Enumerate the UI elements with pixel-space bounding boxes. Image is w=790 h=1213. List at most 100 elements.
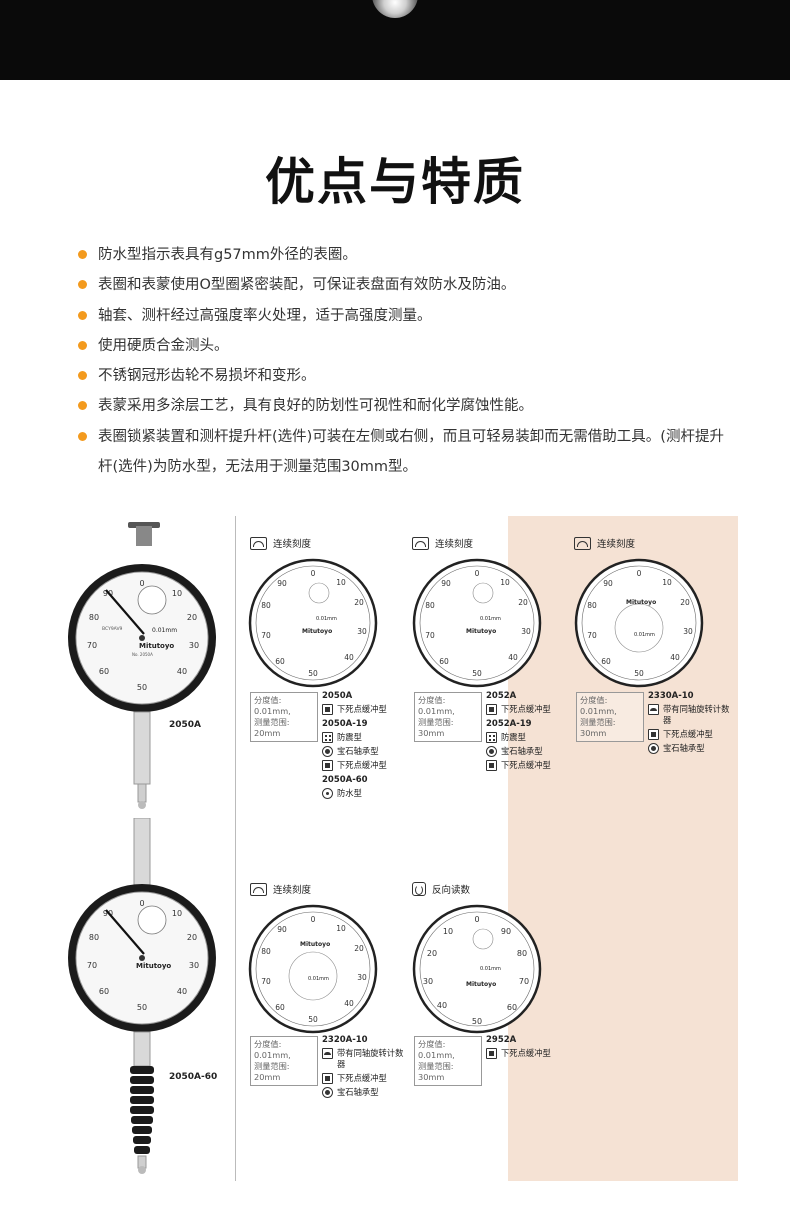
feature-list: 防水型指示表具有g57mm外径的表圈。 表圈和表蒙使用O型圈紧密装配，可保证表盘… (78, 240, 738, 482)
feature-text: 表蒙采用多涂层工艺，具有良好的防划性可视性和耐化学腐蚀性能。 (98, 398, 533, 415)
svg-text:80: 80 (89, 613, 99, 622)
feature-text: 表圈和表蒙使用O型圈紧密装配，可保证表盘面有效防水及防油。 (98, 277, 516, 294)
model-feature: 下死点缓冲型 (322, 760, 432, 771)
svg-text:80: 80 (89, 933, 99, 942)
coaxial-counter-icon (648, 704, 659, 715)
dial-type-label: 连续刻度 (435, 539, 474, 550)
bullet-dot (78, 431, 87, 441)
svg-text:80: 80 (261, 601, 271, 610)
svg-text:70: 70 (87, 641, 97, 650)
drop-point-cushion-icon (322, 1073, 333, 1084)
model-feature-label: 防水型 (337, 788, 362, 798)
resolution-mark: 0.01mm (152, 627, 177, 634)
dial-type-heading: 连续刻度 (250, 882, 311, 896)
feature-text: 轴套、测杆经过高强度率火处理，适于高强度测量。 (98, 307, 432, 324)
continuous-scale-icon (250, 536, 267, 550)
model-feature: 带有同轴旋转计数器 (648, 704, 730, 726)
model-mark: No. 2050A (132, 652, 153, 657)
svg-text:10: 10 (500, 578, 510, 587)
dial-type-heading: 反向读数 (412, 882, 470, 896)
brand-mark: Mitutoyo (626, 599, 656, 606)
spec-box: 分度值: 0.01mm, 测量范围: 30mm (576, 692, 644, 742)
svg-text:0: 0 (637, 569, 642, 578)
feature-text: 使用硬质合金测头。 (98, 337, 229, 354)
svg-text:20: 20 (187, 933, 197, 942)
svg-text:90: 90 (277, 925, 287, 934)
spec-resolution: 分度值: 0.01mm, (580, 695, 617, 716)
bullet-dot (78, 340, 87, 350)
model-feature: 下死点缓冲型 (648, 729, 730, 740)
svg-text:30: 30 (357, 627, 367, 636)
continuous-scale-icon (250, 882, 267, 896)
jewel-bearing-icon (648, 743, 659, 754)
resolution-mark: 0.01mm (634, 632, 655, 638)
spec-range: 测量范围: 30mm (580, 717, 616, 738)
svg-text:0: 0 (311, 569, 316, 578)
spec-resolution: 分度值: 0.01mm, (418, 695, 455, 716)
model-feature-label: 防震型 (501, 732, 526, 742)
spec-box: 分度值: 0.01mm, 测量范围: 20mm (250, 1036, 318, 1086)
model-number: 2320A-10 (322, 1035, 368, 1045)
model-feature-label: 下死点缓冲型 (337, 1073, 387, 1083)
svg-text:60: 60 (99, 987, 109, 996)
spec-range: 测量范围: 20mm (254, 1061, 290, 1082)
svg-text:0: 0 (475, 569, 480, 578)
feature-item: 表圈锁紧装置和测杆提升杆(选件)可装在左侧或右侧，而且可轻易装卸而无需借助工具。… (78, 422, 738, 483)
svg-text:10: 10 (336, 578, 346, 587)
model-feature-label: 下死点缓冲型 (663, 729, 713, 739)
model-label-2050a-60: 2050A-60 (169, 1072, 218, 1082)
model-feature-label: 带有同轴旋转计数器 (337, 1048, 404, 1069)
svg-text:20: 20 (354, 598, 364, 607)
model-feature: 防水型 (322, 788, 432, 799)
model-feature: 下死点缓冲型 (486, 760, 596, 771)
feature-text: 防水型指示表具有g57mm外径的表圈。 (98, 247, 357, 263)
page-title: 优点与特质 (265, 153, 525, 211)
svg-text:70: 70 (587, 631, 597, 640)
svg-text:10: 10 (336, 924, 346, 933)
model-feature: 带有同轴旋转计数器 (322, 1048, 404, 1070)
svg-text:50: 50 (472, 1017, 482, 1026)
svg-text:60: 60 (439, 657, 449, 666)
svg-text:60: 60 (275, 1003, 285, 1012)
model-feature: 防震型 (486, 732, 596, 743)
model-number: 2330A-10 (648, 691, 694, 701)
resolution-mark: 0.01mm (316, 616, 337, 622)
model-feature: 宝石轴承型 (648, 743, 730, 754)
svg-text:60: 60 (507, 1003, 517, 1012)
svg-text:30: 30 (423, 977, 433, 986)
drop-point-cushion-icon (486, 704, 497, 715)
model-feature: 下死点缓冲型 (486, 1048, 596, 1059)
svg-text:70: 70 (261, 977, 271, 986)
bullet-dot (78, 280, 87, 290)
resolution-mark: 0.01mm (308, 976, 329, 982)
bullet-dot (78, 371, 87, 381)
dial-type-heading: 连续刻度 (574, 536, 635, 550)
model-feature-label: 下死点缓冲型 (337, 760, 387, 770)
model-feature: 下死点缓冲型 (322, 1073, 404, 1084)
model-feature-label: 宝石轴承型 (337, 746, 379, 756)
svg-text:50: 50 (137, 683, 147, 692)
model-number: 2052A-19 (486, 719, 532, 729)
brand-mark: Mitutoyo (136, 962, 171, 970)
jewel-bearing-icon (486, 746, 497, 757)
jewel-bearing-icon (322, 746, 333, 757)
model-feature: 下死点缓冲型 (486, 704, 596, 715)
resolution-mark: 0.01mm (480, 966, 501, 972)
model-feature: 宝石轴承型 (486, 746, 596, 757)
svg-text:90: 90 (441, 579, 451, 588)
dial-type-label: 连续刻度 (597, 539, 636, 550)
spec-range: 测量范围: 20mm (254, 717, 290, 738)
feature-text: 表圈锁紧装置和测杆提升杆(选件)可装在左侧或右侧，而且可轻易装卸而无需借助工具。… (98, 428, 724, 476)
svg-text:80: 80 (517, 949, 527, 958)
svg-text:90: 90 (501, 927, 511, 936)
spec-box: 分度值: 0.01mm, 测量范围: 20mm (250, 692, 318, 742)
svg-text:90: 90 (277, 579, 287, 588)
model-feature: 宝石轴承型 (322, 746, 432, 757)
brand-mark: Mitutoyo (300, 941, 330, 948)
svg-text:80: 80 (587, 601, 597, 610)
model-list: 2320A-10 带有同轴旋转计数器 下死点缓冲型 宝石轴承型 (322, 1034, 404, 1101)
